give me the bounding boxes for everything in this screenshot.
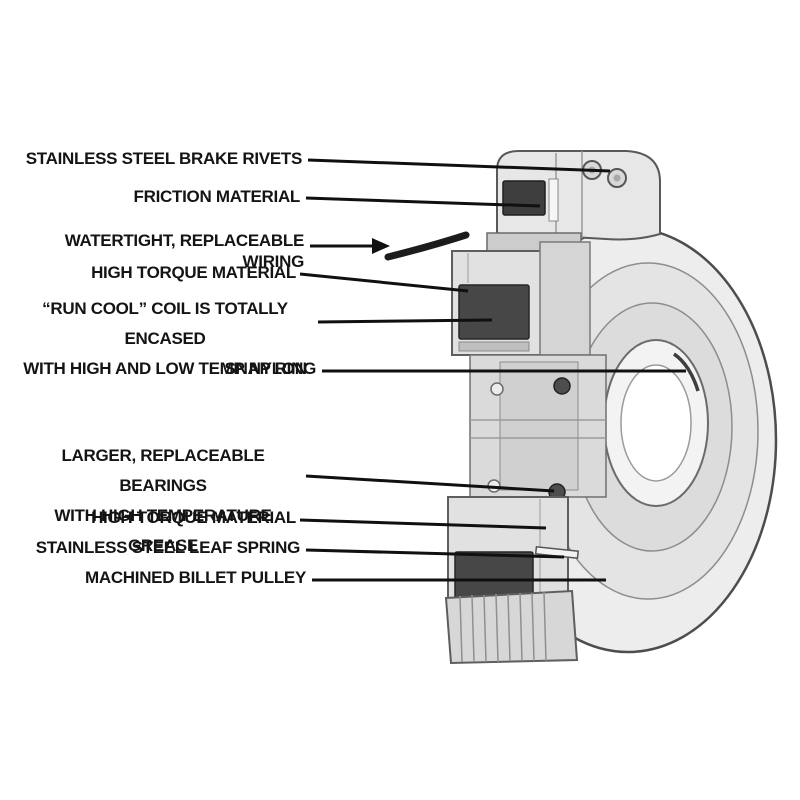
callout-larger-replaceable-bearings: LARGER, REPLACEABLE BEARINGS WITH HIGH T… — [54, 446, 272, 555]
wire — [384, 231, 470, 261]
pulley-groove-section — [444, 589, 579, 665]
leader-friction-material — [305, 196, 541, 208]
callout-snap-ring: SNAP RING — [224, 359, 317, 378]
callout-stainless-steel-brake-rivets: STAINLESS STEEL BRAKE RIVETS — [25, 149, 303, 168]
callout-friction-material: FRICTION MATERIAL — [133, 187, 301, 206]
hub-pin-top — [490, 382, 504, 396]
friction-pad — [502, 180, 546, 216]
brake-slot — [548, 178, 559, 222]
pulley-groove-lines — [459, 591, 547, 663]
leader-high-torque-bottom — [299, 518, 547, 530]
upper-coil-base — [458, 341, 530, 352]
leader-run-cool-coil — [317, 318, 493, 324]
callout-run-cool-coil: “RUN COOL” COIL IS TOTALLY ENCASED WITH … — [23, 299, 307, 378]
leader-leaf-spring — [305, 548, 565, 559]
upper-coil — [458, 284, 530, 340]
leader-bearings — [305, 474, 555, 493]
callout-watertight-replaceable-wiring: WATERTIGHT, REPLACEABLE WIRING — [64, 231, 305, 271]
brake-rivet-2-center — [613, 174, 621, 182]
snap-ring-part — [672, 352, 700, 392]
wiring-arrowhead — [372, 238, 390, 254]
upper-hat-section — [539, 241, 591, 356]
hub-bore-inner — [620, 364, 692, 482]
callout-stainless-steel-leaf-spring: STAINLESS STEEL LEAF SPRING — [35, 538, 301, 557]
callout-high-torque-material-top: HIGH TORQUE MATERIAL — [91, 263, 296, 282]
callout-high-torque-material-bottom: HIGH TORQUE MATERIAL — [91, 508, 296, 527]
leader-high-torque-top — [299, 272, 469, 293]
bearing-ball-top — [553, 377, 571, 395]
leader-brake-rivets — [307, 158, 611, 173]
leader-lines — [299, 158, 686, 582]
callout-machined-billet-pulley: MACHINED BILLET PULLEY — [84, 568, 306, 587]
clutch-cutaway-illustration — [384, 150, 778, 665]
